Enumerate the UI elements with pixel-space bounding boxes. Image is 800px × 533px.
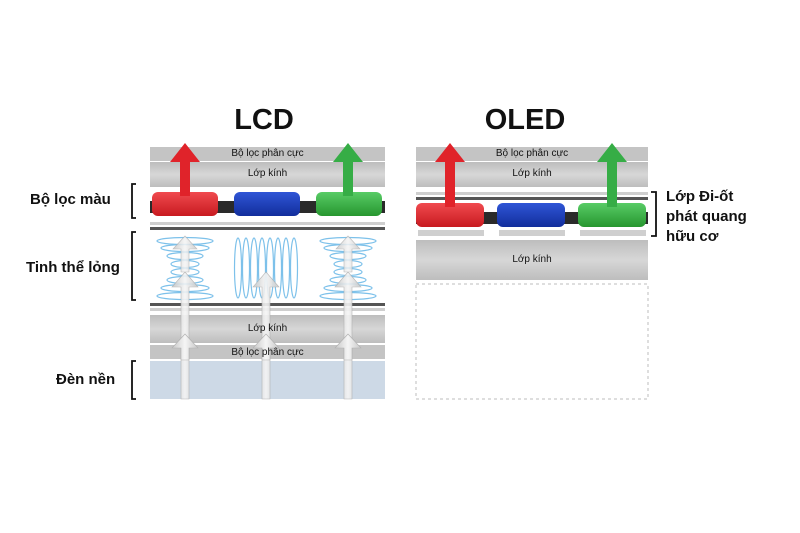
lcd-polarizer-bottom-label: Bộ lọc phân cực xyxy=(231,347,304,358)
backlight-bracket xyxy=(131,360,136,400)
oled-electrode-top-dark xyxy=(416,197,648,200)
liquid-crystal-label: Tinh thể lỏng xyxy=(26,259,120,276)
lcd-polarizer-top-label: Bộ lọc phân cực xyxy=(231,148,304,159)
lcd-red-arrow xyxy=(170,143,200,196)
lcd-electrode-line xyxy=(150,222,385,225)
oled-electrode-pad-2 xyxy=(499,230,565,236)
organic-diode-label-line-3: hữu cơ xyxy=(666,228,719,245)
lcd-glass-top-label: Lớp kính xyxy=(247,168,288,179)
oled-green-arrow xyxy=(597,143,627,207)
liquid-crystal-bracket xyxy=(131,231,136,301)
backlight-label: Đèn nền xyxy=(56,371,116,388)
oled-polarizer-label: Bộ lọc phân cực xyxy=(495,148,569,159)
organic-diode-label-line-1: Lớp Đi-ốt xyxy=(666,188,734,205)
diode-bracket xyxy=(651,191,657,237)
oled-electrode-pad-1 xyxy=(418,230,484,236)
lcd-liquid-crystal-middle xyxy=(233,237,299,299)
oled-red-arrow xyxy=(435,143,465,207)
oled-glass-top-label: Lớp kính xyxy=(512,168,552,179)
color-filter-bracket xyxy=(131,183,136,219)
oled-electrode-pad-3 xyxy=(580,230,646,236)
organic-diode-label: Lớp Đi-ốt phát quang hữu cơ xyxy=(666,187,747,247)
lcd-electrode-line-dark xyxy=(150,227,385,230)
lcd-green-filter xyxy=(316,192,382,216)
lcd-green-arrow xyxy=(333,143,363,196)
lcd-glass-bottom-label: Lớp kính xyxy=(247,323,288,334)
oled-stack xyxy=(415,143,649,400)
oled-glass-bottom-label: Lớp kính xyxy=(512,254,552,265)
oled-title: OLED xyxy=(484,104,566,136)
lcd-title: LCD xyxy=(234,104,294,136)
lcd-light-arrows xyxy=(171,235,362,400)
lcd-stack xyxy=(150,143,385,400)
organic-diode-label-line-2: phát quang xyxy=(666,208,747,225)
oled-polarizer xyxy=(416,147,648,161)
lcd-blue-filter xyxy=(234,192,300,216)
color-filter-label: Bộ lọc màu xyxy=(30,191,111,208)
oled-electrode-top-light xyxy=(416,192,648,195)
oled-glass-bottom xyxy=(416,240,648,280)
lcd-red-filter xyxy=(152,192,218,216)
oled-red-diode xyxy=(416,203,484,227)
oled-empty-space xyxy=(415,283,649,400)
oled-green-diode xyxy=(578,203,646,227)
oled-blue-diode xyxy=(497,203,565,227)
lcd-polarizer-top xyxy=(150,147,385,161)
